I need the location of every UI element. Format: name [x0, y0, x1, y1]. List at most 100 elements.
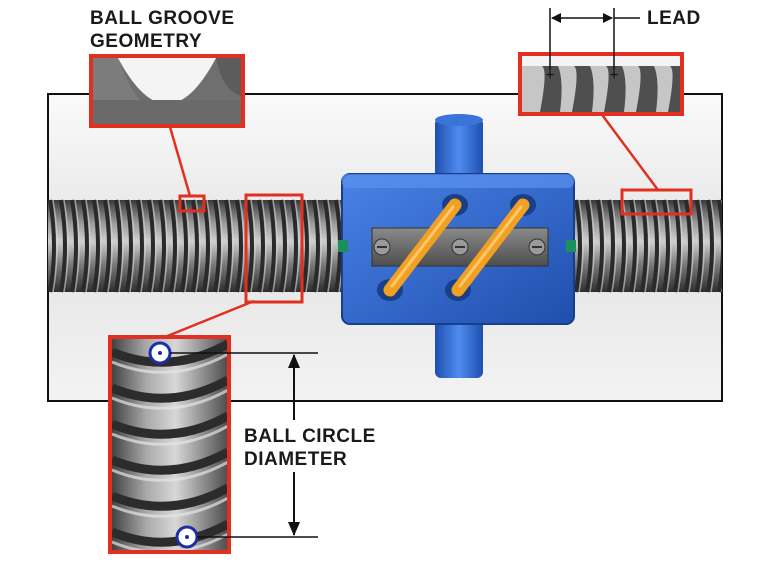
thread-highlight	[85, 199, 91, 293]
lead-ball-marker-2: +	[609, 67, 618, 84]
thread-highlight	[107, 199, 113, 293]
thread-highlight	[96, 199, 102, 293]
bcd-highlight-box	[244, 193, 304, 304]
lead-thread-groove	[636, 66, 658, 112]
thread-groove	[640, 199, 648, 293]
ball-marker-top	[148, 341, 172, 365]
thread-groove	[596, 199, 604, 293]
thread-highlight	[655, 199, 661, 293]
thread-highlight	[239, 199, 245, 293]
thread-groove	[585, 199, 593, 293]
nut-stem-top	[435, 118, 483, 180]
thread-groove	[301, 199, 309, 293]
thread-groove	[81, 199, 89, 293]
thread-groove	[290, 199, 298, 293]
thread-highlight	[294, 199, 300, 293]
seal-left	[338, 240, 348, 252]
thread-highlight	[129, 199, 135, 293]
thread-highlight	[699, 199, 705, 293]
thread-highlight	[622, 199, 628, 293]
groove-geometry-zoom	[89, 54, 245, 128]
zoom-thread-highlight	[112, 460, 227, 482]
thread-groove	[684, 199, 692, 293]
ball-groove-label-line1: BALL GROOVE	[90, 8, 235, 29]
zoom-thread-highlight	[112, 532, 227, 550]
thread-highlight	[589, 199, 595, 293]
lead-leader-line	[598, 111, 660, 191]
thread-highlight	[206, 199, 212, 293]
thread-groove	[191, 199, 199, 293]
zoom-thread-groove	[112, 340, 227, 367]
zoom-thread-highlight	[112, 424, 227, 446]
bcd-leader-line	[159, 299, 255, 341]
thread-highlight	[217, 199, 223, 293]
groove-highlight-box	[178, 194, 206, 213]
zoom-thread-groove	[112, 448, 227, 475]
plate-screw-center	[451, 238, 469, 256]
thread-groove	[136, 199, 144, 293]
thread-highlight	[261, 199, 267, 293]
lead-dimension	[549, 8, 640, 70]
zoom-thread-groove	[112, 412, 227, 439]
thread-groove	[629, 199, 637, 293]
thread-groove	[213, 199, 221, 293]
thread-groove	[717, 199, 722, 293]
thread-groove	[607, 199, 615, 293]
thread-groove	[662, 199, 670, 293]
thread-groove	[706, 199, 714, 293]
nut-stem-bottom	[435, 318, 483, 378]
thread-highlight	[140, 199, 146, 293]
thread-highlight	[250, 199, 256, 293]
thread-highlight	[151, 199, 157, 293]
plate-screw-left	[373, 238, 391, 256]
zoom-thread-highlight	[112, 496, 227, 518]
ball-circle-label-line1: BALL CIRCLE	[244, 426, 376, 447]
thread-groove	[323, 199, 331, 293]
thread-highlight	[710, 199, 716, 293]
thread-highlight	[228, 199, 234, 293]
thread-groove	[312, 199, 320, 293]
thread-groove	[673, 199, 681, 293]
thread-groove	[158, 199, 166, 293]
thread-highlight	[195, 199, 201, 293]
thread-groove	[279, 199, 287, 293]
ball-groove-geometry-label: BALL GROOVE GEOMETRY	[90, 7, 235, 53]
lead-label: LEAD	[647, 8, 701, 29]
thread-groove	[114, 199, 122, 293]
ball-marker-bottom	[175, 525, 199, 549]
svg-text:+: +	[545, 67, 554, 84]
thread-highlight	[578, 199, 584, 293]
screw-shaft-right	[574, 199, 722, 293]
thread-groove	[651, 199, 659, 293]
groove-leader-line	[168, 126, 192, 197]
zoom-thread-groove	[112, 484, 227, 511]
lead-thread-groove	[668, 66, 682, 112]
thread-highlight	[162, 199, 168, 293]
lead-highlight-box	[620, 188, 693, 216]
lead-thread-groove	[604, 66, 626, 112]
thread-highlight	[644, 199, 650, 293]
lead-thread-groove	[540, 66, 562, 112]
thread-groove	[246, 199, 254, 293]
thread-groove	[180, 199, 188, 293]
nut-top-face	[342, 174, 574, 188]
thread-groove	[59, 199, 67, 293]
thread-highlight	[52, 199, 58, 293]
thread-highlight	[173, 199, 179, 293]
thread-groove	[92, 199, 100, 293]
ball-groove-label-line2: GEOMETRY	[90, 31, 203, 52]
thread-groove	[70, 199, 78, 293]
thread-highlight	[184, 199, 190, 293]
thread-groove	[125, 199, 133, 293]
thread-highlight	[677, 199, 683, 293]
thread-highlight	[74, 199, 80, 293]
thread-groove	[268, 199, 276, 293]
thread-highlight	[633, 199, 639, 293]
thread-groove	[257, 199, 265, 293]
thread-groove	[103, 199, 111, 293]
zoom-thread-highlight	[112, 352, 227, 374]
thread-groove	[224, 199, 232, 293]
plate-screw-right	[528, 238, 546, 256]
